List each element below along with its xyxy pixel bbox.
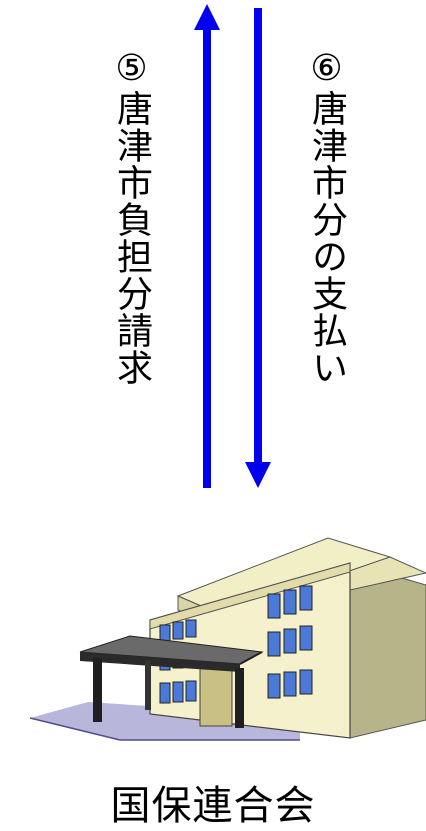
building-label: 国保連合会 xyxy=(110,783,316,829)
flow-number-6: ⑥ xyxy=(306,48,347,90)
flow-label-5: ⑤唐津市負担分請求 xyxy=(111,48,152,386)
up-arrow-head xyxy=(194,4,220,30)
flow-arrows xyxy=(194,4,271,488)
flow-number-5: ⑤ xyxy=(111,48,152,90)
flow-text-6: 唐津市分の支払い xyxy=(306,90,347,386)
down-arrow-head xyxy=(245,462,271,488)
flow-label-6: ⑥唐津市分の支払い xyxy=(306,48,347,386)
building-icon xyxy=(29,537,426,741)
flow-text-5: 唐津市負担分請求 xyxy=(111,90,152,386)
